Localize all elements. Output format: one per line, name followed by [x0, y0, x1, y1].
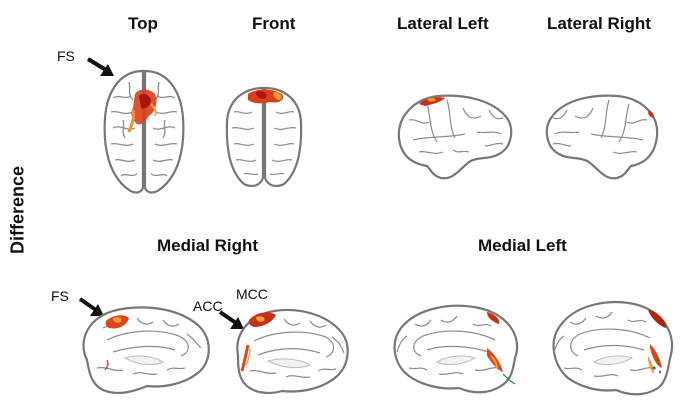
- heading-medial-left: Medial Left: [478, 236, 567, 255]
- annotation-fs-medial: FS: [51, 288, 69, 304]
- brain-medial-right-view-a: [82, 306, 210, 395]
- arrow-acc-icon: [218, 310, 244, 329]
- annotation-acc: ACC: [193, 298, 223, 314]
- brain-lateral-left-view: [397, 94, 513, 180]
- activation-front: [248, 89, 284, 104]
- brain-top-view: [103, 69, 185, 194]
- activation-fs-top: [127, 89, 157, 133]
- row-label-text: Difference: [7, 165, 28, 255]
- annotation-mcc: MCC: [236, 286, 268, 302]
- activation-lateral-left: [419, 97, 445, 106]
- row-label: Difference: [6, 150, 30, 270]
- brain-front-view: [225, 86, 303, 188]
- brain-medial-right-view-b: [236, 308, 349, 394]
- activation-acc-mcc: [240, 312, 276, 372]
- arrow-fs-top-icon: [86, 57, 114, 76]
- heading-lateral-left: Lateral Left: [397, 14, 489, 33]
- activation-medial-left-b: [648, 310, 666, 374]
- activation-fs-medial: [104, 315, 129, 371]
- annotation-fs-top: FS: [57, 48, 75, 64]
- brain-medial-left-view-a: [393, 304, 519, 394]
- heading-lateral-right: Lateral Right: [547, 14, 651, 33]
- activation-lateral-right: [648, 110, 654, 118]
- activation-medial-left-a: [487, 312, 516, 385]
- heading-front: Front: [252, 14, 296, 33]
- arrow-fs-medial-icon: [78, 297, 104, 316]
- brain-lateral-right-view: [545, 94, 659, 180]
- heading-top: Top: [128, 14, 158, 33]
- heading-medial-right: Medial Right: [157, 236, 259, 255]
- brain-medial-left-view-b: [552, 300, 674, 396]
